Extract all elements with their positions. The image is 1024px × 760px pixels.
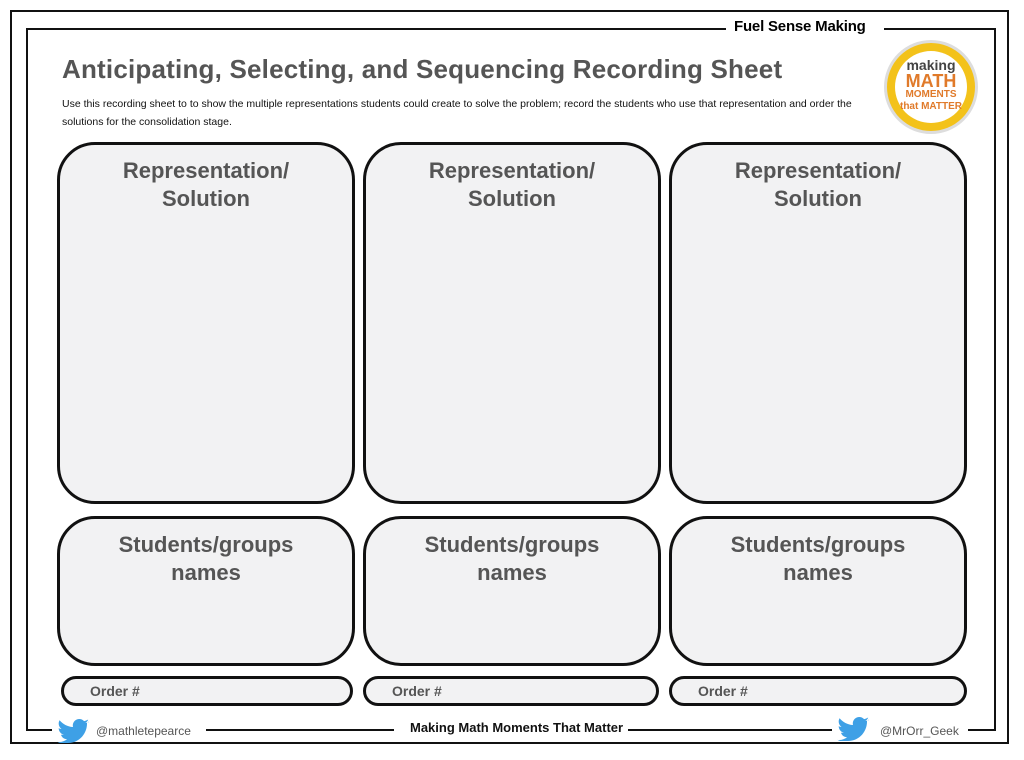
students-box-3[interactable]: Students/groups names bbox=[669, 516, 967, 666]
twitter-bird-icon[interactable] bbox=[56, 719, 90, 743]
making-math-moments-logo: making MATH MOMENTS that MATTER bbox=[884, 40, 978, 134]
logo-line-4: that MATTER bbox=[899, 101, 963, 112]
representation-label-2: Representation/ Solution bbox=[428, 158, 596, 211]
twitter-bird-icon[interactable] bbox=[836, 717, 870, 741]
students-box-2[interactable]: Students/groups names bbox=[363, 516, 661, 666]
right-twitter-handle[interactable]: @MrOrr_Geek bbox=[880, 724, 959, 738]
left-twitter-handle[interactable]: @mathletepearce bbox=[96, 724, 191, 738]
top-rule-right bbox=[884, 28, 996, 30]
order-box-1[interactable]: Order # bbox=[61, 676, 353, 706]
footer-rule-4 bbox=[968, 729, 996, 731]
footer-rule-3 bbox=[628, 729, 832, 731]
footer-rule-2 bbox=[206, 729, 394, 731]
logo-line-3: MOMENTS bbox=[905, 89, 957, 100]
representation-box-3[interactable]: Representation/ Solution bbox=[669, 142, 967, 504]
students-label-3: Students/groups names bbox=[730, 532, 906, 585]
instructions-text: Use this recording sheet to to show the … bbox=[62, 98, 852, 128]
students-label-1: Students/groups names bbox=[118, 532, 294, 585]
logo-inner-circle: making MATH MOMENTS that MATTER bbox=[895, 51, 967, 123]
top-rule-left bbox=[26, 28, 726, 30]
left-rule bbox=[26, 28, 28, 730]
footer-rule-1 bbox=[26, 729, 52, 731]
order-label-2: Order # bbox=[392, 683, 442, 699]
order-box-2[interactable]: Order # bbox=[363, 676, 659, 706]
students-label-2: Students/groups names bbox=[424, 532, 600, 585]
representation-box-2[interactable]: Representation/ Solution bbox=[363, 142, 661, 504]
banner-text: Fuel Sense Making bbox=[728, 18, 872, 35]
logo-line-1: making bbox=[906, 57, 956, 73]
representation-box-1[interactable]: Representation/ Solution bbox=[57, 142, 355, 504]
order-label-3: Order # bbox=[698, 683, 748, 699]
footer-center-text: Making Math Moments That Matter bbox=[410, 720, 624, 735]
page-title: Anticipating, Selecting, and Sequencing … bbox=[62, 54, 783, 84]
logo-line-2: MATH bbox=[905, 71, 957, 91]
representation-label-1: Representation/ Solution bbox=[122, 158, 290, 211]
page-frame bbox=[10, 10, 1009, 744]
order-box-3[interactable]: Order # bbox=[669, 676, 967, 706]
order-label-1: Order # bbox=[90, 683, 140, 699]
students-box-1[interactable]: Students/groups names bbox=[57, 516, 355, 666]
representation-label-3: Representation/ Solution bbox=[734, 158, 902, 211]
right-rule bbox=[994, 28, 996, 730]
